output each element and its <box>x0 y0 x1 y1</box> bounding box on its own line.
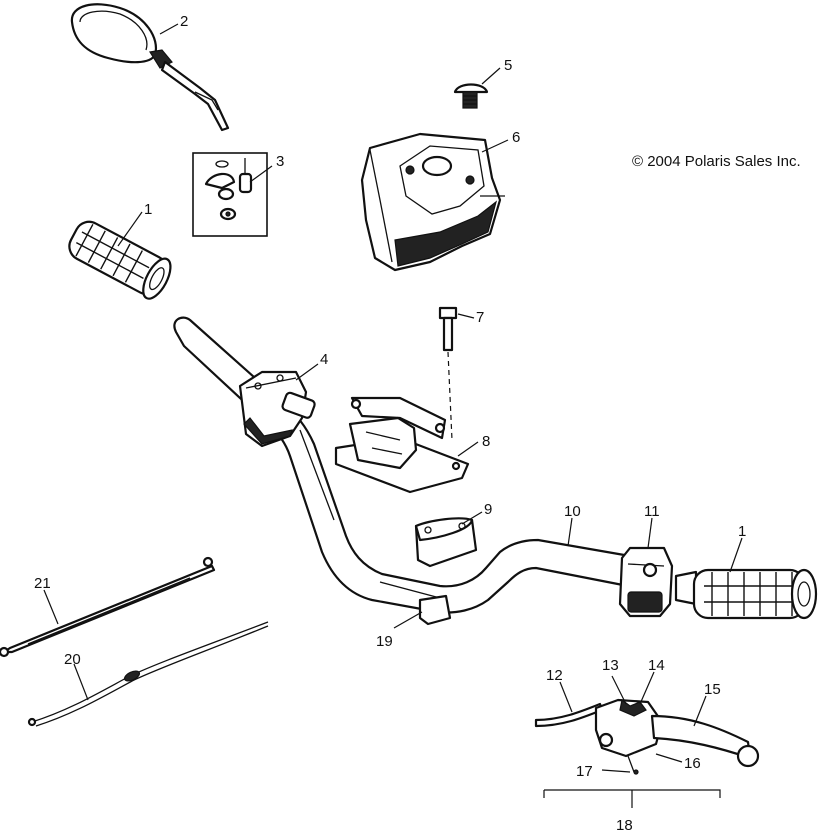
callout-19: 19 <box>376 633 393 650</box>
leader-9 <box>461 511 483 525</box>
handlebar-part <box>173 316 632 614</box>
leader-14 <box>639 671 655 705</box>
handlebar-cover-part <box>360 132 505 272</box>
leader-1a <box>117 211 143 247</box>
callout-12: 12 <box>546 667 563 684</box>
lever-cable-part <box>534 702 604 728</box>
callout-2: 2 <box>180 13 188 30</box>
upper-clamp-cap-part <box>414 517 478 568</box>
leader-17 <box>601 769 631 773</box>
clamp-bracket-part <box>334 396 470 494</box>
callout-14: 14 <box>648 657 665 674</box>
callout-16: 16 <box>684 755 701 772</box>
leader-8 <box>457 441 479 457</box>
callout-18: 18 <box>616 817 633 834</box>
throttle-housing-part <box>238 370 316 448</box>
callout-13: 13 <box>602 657 619 674</box>
callout-5: 5 <box>504 57 512 74</box>
leader-12 <box>559 681 573 713</box>
leader-1b <box>729 537 743 573</box>
brake-cable-part <box>27 621 269 727</box>
leader-19 <box>393 611 423 629</box>
callout-9: 9 <box>484 501 492 518</box>
leader-18-bracket <box>543 789 721 808</box>
leader-11 <box>647 517 653 549</box>
left-grip-part <box>68 220 172 300</box>
callout-8: 8 <box>482 433 490 450</box>
leader-10 <box>567 517 573 547</box>
callout-10: 10 <box>564 503 581 520</box>
leader-21 <box>43 589 59 625</box>
hardware-kit-part <box>192 152 268 237</box>
lower-clamp-cap-part <box>418 594 452 626</box>
throttle-cable-part <box>0 556 216 658</box>
callout-20: 20 <box>64 651 81 668</box>
callout-1-right: 1 <box>738 523 746 540</box>
callout-labels: 2 3 1 5 6 7 4 8 9 10 11 1 19 21 20 12 13… <box>34 13 746 834</box>
leader-lines <box>43 23 743 808</box>
callout-7: 7 <box>476 309 484 326</box>
callout-4: 4 <box>320 351 328 368</box>
switch-housing-part <box>618 546 674 618</box>
copyright-text: © 2004 Polaris Sales Inc. <box>632 153 801 170</box>
callout-15: 15 <box>704 681 721 698</box>
callout-11: 11 <box>644 503 660 520</box>
leader-15 <box>693 695 707 727</box>
right-grip-part <box>674 568 818 620</box>
leader-5 <box>481 67 501 85</box>
leader-7 <box>457 313 475 319</box>
bolt-part <box>438 306 458 441</box>
callout-21: 21 <box>34 575 51 592</box>
screw-part <box>453 83 489 109</box>
callout-1-left: 1 <box>144 201 152 218</box>
leader-13 <box>611 675 627 705</box>
brake-lever-assembly-part <box>594 698 760 775</box>
mirror-part <box>70 3 230 132</box>
leader-20 <box>73 663 89 701</box>
leader-16 <box>655 753 683 763</box>
callout-17: 17 <box>576 763 593 780</box>
leader-4 <box>295 363 319 381</box>
callout-6: 6 <box>512 129 520 146</box>
callout-3: 3 <box>276 153 284 170</box>
leader-2 <box>159 23 179 35</box>
leader-6 <box>481 139 509 153</box>
leader-3 <box>249 165 273 183</box>
